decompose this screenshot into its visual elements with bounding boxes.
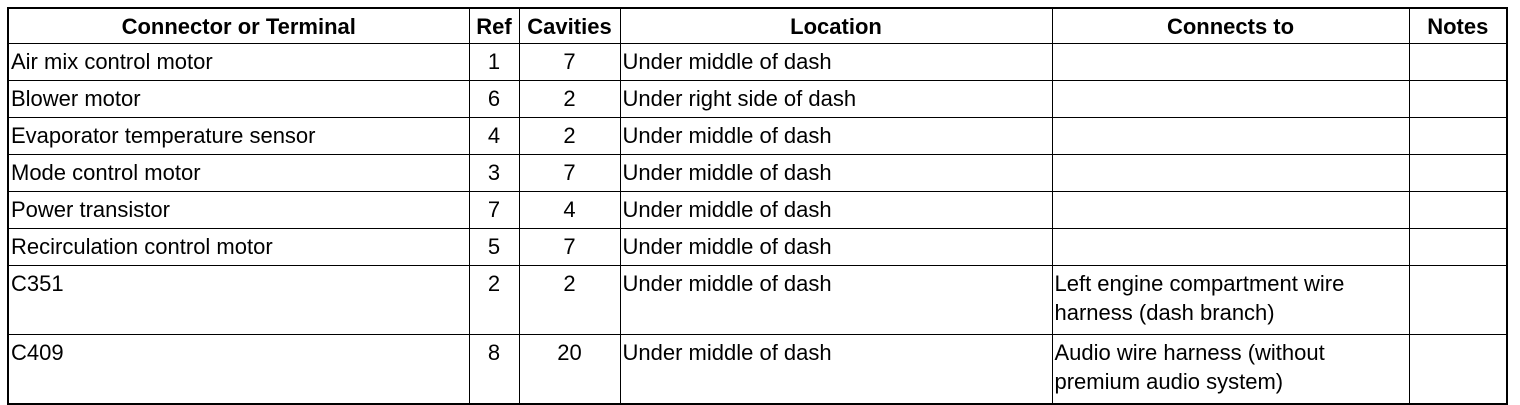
connects-to-cell (1051, 228, 1410, 266)
connector-table: Connector or Terminal Ref Cavities Locat… (7, 7, 1508, 405)
cavities-cell: 7 (518, 228, 621, 266)
connects-to-cell (1051, 154, 1410, 192)
location-cell: Under middle of dash (619, 265, 1053, 335)
table-row: Power transistor 7 4 Under middle of das… (7, 191, 1508, 229)
location-cell: Under right side of dash (619, 80, 1053, 118)
column-header-ref: Ref (468, 7, 520, 44)
table-row: Blower motor 6 2 Under right side of das… (7, 80, 1508, 118)
cavities-cell: 7 (518, 43, 621, 81)
ref-cell: 3 (468, 154, 520, 192)
table-header-row: Connector or Terminal Ref Cavities Locat… (7, 7, 1508, 44)
connects-to-cell (1051, 80, 1410, 118)
connector-table-container: Connector or Terminal Ref Cavities Locat… (7, 7, 1508, 405)
notes-cell (1408, 80, 1508, 118)
cavities-cell: 2 (518, 80, 621, 118)
connector-cell: Recirculation control motor (7, 228, 470, 266)
connector-cell: Air mix control motor (7, 43, 470, 81)
cavities-cell: 4 (518, 191, 621, 229)
column-header-connector: Connector or Terminal (7, 7, 470, 44)
table-row: C351 2 2 Under middle of dash Left engin… (7, 265, 1508, 335)
connects-to-cell (1051, 43, 1410, 81)
connector-cell: Blower motor (7, 80, 470, 118)
column-header-connects-to: Connects to (1051, 7, 1410, 44)
table-row: Air mix control motor 1 7 Under middle o… (7, 43, 1508, 81)
location-cell: Under middle of dash (619, 334, 1053, 405)
connects-to-cell (1051, 117, 1410, 155)
table-row: Evaporator temperature sensor 4 2 Under … (7, 117, 1508, 155)
connector-cell: C351 (7, 265, 470, 335)
connector-cell: Evaporator temperature sensor (7, 117, 470, 155)
cavities-cell: 2 (518, 117, 621, 155)
connects-to-cell (1051, 191, 1410, 229)
column-header-location: Location (619, 7, 1053, 44)
ref-cell: 5 (468, 228, 520, 266)
cavities-cell: 2 (518, 265, 621, 335)
column-header-cavities: Cavities (518, 7, 621, 44)
notes-cell (1408, 43, 1508, 81)
ref-cell: 6 (468, 80, 520, 118)
notes-cell (1408, 228, 1508, 266)
connector-cell: C409 (7, 334, 470, 405)
notes-cell (1408, 334, 1508, 405)
connects-to-cell: Audio wire harness (without premium audi… (1051, 334, 1410, 405)
cavities-cell: 7 (518, 154, 621, 192)
notes-cell (1408, 191, 1508, 229)
connects-to-cell: Left engine compartment wire harness (da… (1051, 265, 1410, 335)
location-cell: Under middle of dash (619, 43, 1053, 81)
notes-cell (1408, 154, 1508, 192)
location-cell: Under middle of dash (619, 228, 1053, 266)
table-row: Recirculation control motor 5 7 Under mi… (7, 228, 1508, 266)
location-cell: Under middle of dash (619, 154, 1053, 192)
table-row: Mode control motor 3 7 Under middle of d… (7, 154, 1508, 192)
ref-cell: 7 (468, 191, 520, 229)
notes-cell (1408, 265, 1508, 335)
connector-cell: Power transistor (7, 191, 470, 229)
notes-cell (1408, 117, 1508, 155)
ref-cell: 1 (468, 43, 520, 81)
table-row: C409 8 20 Under middle of dash Audio wir… (7, 334, 1508, 405)
location-cell: Under middle of dash (619, 191, 1053, 229)
ref-cell: 8 (468, 334, 520, 405)
cavities-cell: 20 (518, 334, 621, 405)
connector-cell: Mode control motor (7, 154, 470, 192)
ref-cell: 4 (468, 117, 520, 155)
ref-cell: 2 (468, 265, 520, 335)
location-cell: Under middle of dash (619, 117, 1053, 155)
column-header-notes: Notes (1408, 7, 1508, 44)
